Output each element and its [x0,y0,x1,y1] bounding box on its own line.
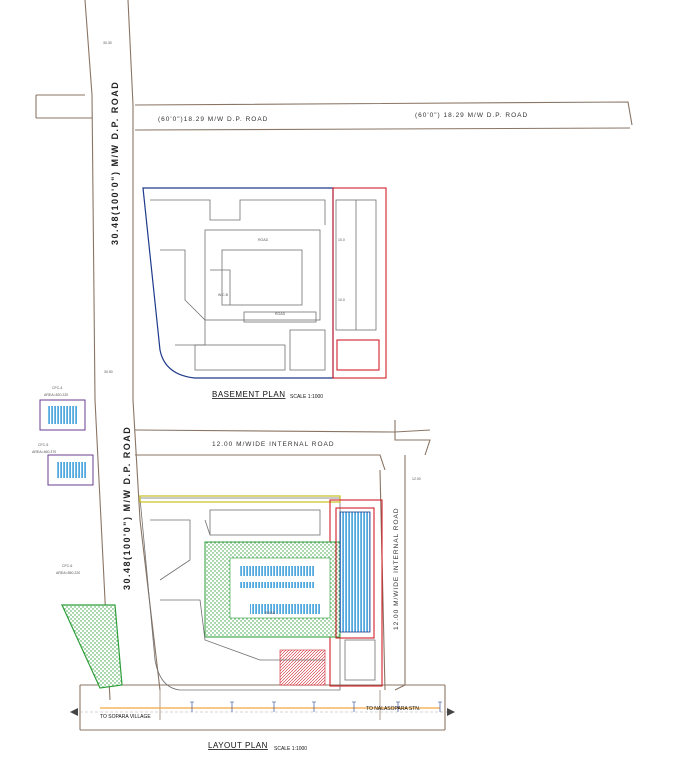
cfc-6-name: CFC-6 [62,564,72,568]
basement-plan-scale: SCALE 1:1000 [290,394,323,400]
dimension-mark: 30.30 [103,41,112,45]
road-label-bottom-left: TO SOPARA VILLAGE [100,714,151,720]
road-label-left-upper: 30.48(100'0") M/W D.P. ROAD [110,81,120,245]
svg-text:ROAD: ROAD [275,312,286,316]
dimension-mark: 30.50 [104,370,113,374]
road-edges [35,0,633,731]
road-label-top-left: (60'0")18.29 M/W D.P. ROAD [158,116,268,123]
basement-plan-title: BASEMENT PLAN [212,390,285,399]
layout-plan: ROAD [139,495,383,691]
cfc-5-name: CFC-5 [38,443,48,447]
layout-plan-scale: SCALE 1:1000 [274,746,307,752]
road-label-left-lower: 30.48(100'0") M/W D.P. ROAD [122,426,132,590]
dimension-mark: 12.00 [412,477,421,481]
road-label-top-right: (60'0") 18.29 M/W D.P. ROAD [415,112,528,119]
basement-plan: ROAD ROAD W.C.B 10.0 10.0 [142,187,387,379]
svg-text:ROAD: ROAD [258,238,269,242]
road-label-bottom-right: TO NALASOPARA STN. [366,706,420,712]
cfc-4-area: AREA=520.220 [44,393,68,397]
svg-text:W.C.B: W.C.B [218,293,229,297]
cfc-5-plot [47,454,94,486]
svg-text:10.0: 10.0 [338,238,345,242]
layout-plan-title: LAYOUT PLAN [208,741,268,750]
road-label-internal-horizontal: 12.00 M/WIDE INTERNAL ROAD [212,441,335,448]
road-median [70,701,455,716]
svg-text:10.0: 10.0 [338,298,345,302]
cfc-6-area: AREA=550.220 [56,571,80,575]
cfc-4-plot [39,399,86,431]
road-label-internal-vertical: 12.00 M/WIDE INTERNAL ROAD [393,507,400,630]
cfc-6-plot [61,604,123,689]
cfc-5-area: AREA=460.370 [32,450,56,454]
svg-text:ROAD: ROAD [265,611,276,615]
cfc-4-name: CFC-4 [52,386,62,390]
